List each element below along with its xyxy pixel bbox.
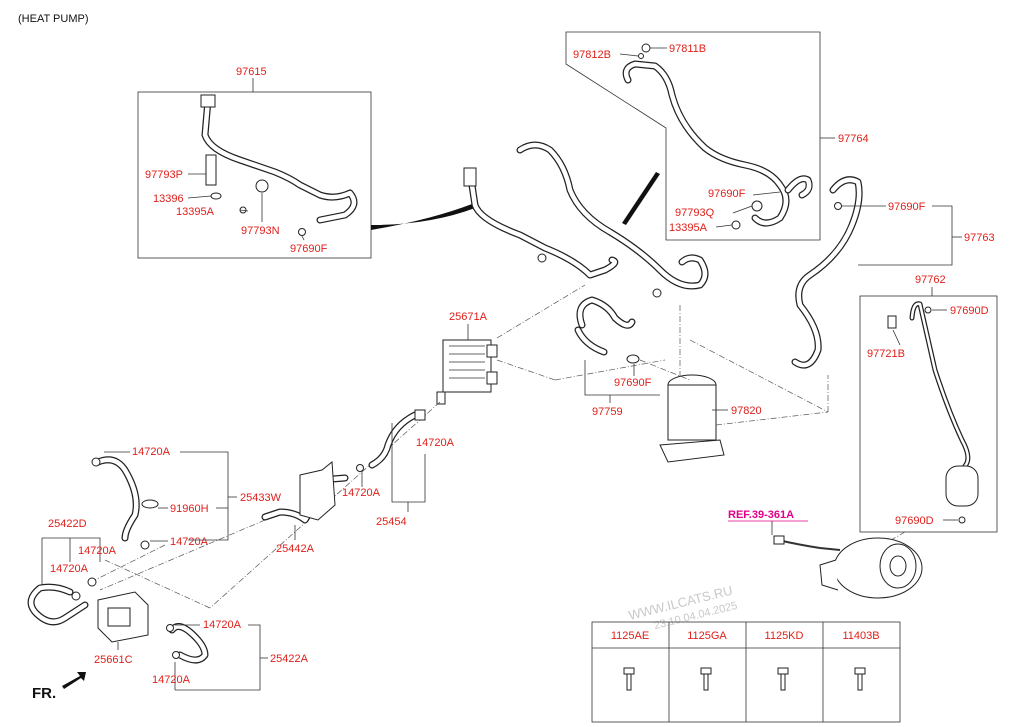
front-label: FR. [32, 685, 56, 702]
label-97763[interactable]: 97763 [964, 232, 995, 244]
bolt-table: 1125AE 1125GA 1125KD 11403B [591, 621, 901, 723]
bolt-icon-1125AE [623, 667, 635, 691]
label-25422A[interactable]: 25422A [270, 653, 309, 665]
label-25671A[interactable]: 25671A [449, 311, 488, 323]
center-hose-assembly [463, 141, 709, 298]
group-97764: 97764 97812B 97811B 97690F 97793Q 13395A [565, 31, 869, 241]
front-arrow-icon [62, 672, 86, 689]
box-97615 [137, 91, 372, 259]
label-97615[interactable]: 97615 [236, 66, 267, 78]
bolt-col-1125AE[interactable]: 1125AE [611, 630, 649, 642]
label-14720A-5[interactable]: 14720A [78, 545, 117, 557]
bolt-icon-11403B [854, 667, 866, 691]
label-25442A[interactable]: 25442A [276, 543, 315, 555]
front-direction-indicator: FR. [32, 672, 86, 702]
group-25442A: 25442A [261, 461, 349, 555]
label-14720A-7[interactable]: 14720A [203, 619, 242, 631]
group-97820: 97820 [659, 374, 762, 463]
label-13396[interactable]: 13396 [153, 193, 184, 205]
label-97820[interactable]: 97820 [731, 405, 762, 417]
box-97762 [859, 295, 998, 533]
label-25661C[interactable]: 25661C [94, 654, 133, 666]
label-97690D-2[interactable]: 97690D [895, 515, 934, 527]
group-25433W: 14720A 25433W 91960H 14720A [91, 446, 282, 550]
accumulator-97762 [945, 465, 979, 507]
label-97793Q[interactable]: 97793Q [675, 207, 715, 219]
label-13395A-1[interactable]: 13395A [176, 206, 215, 218]
label-97690F-2[interactable]: 97690F [708, 188, 746, 200]
label-97812B[interactable]: 97812B [573, 49, 611, 61]
bolt-col-1125GA[interactable]: 1125GA [687, 630, 727, 642]
accumulator-97820 [667, 384, 717, 441]
label-25454[interactable]: 25454 [376, 516, 407, 528]
group-97615: 97615 97793P 13396 13395A 97793N 97690F [137, 66, 372, 259]
label-97762[interactable]: 97762 [915, 274, 946, 286]
group-97763: 97690F 97763 [791, 176, 995, 369]
bolt-icon-1125KD [777, 667, 789, 691]
group-25454: 14720A 14720A 25454 [342, 409, 455, 528]
label-14720A-2[interactable]: 14720A [342, 487, 381, 499]
bolt-icon-1125GA [700, 667, 712, 691]
group-97759: 97690F 97759 [574, 296, 660, 418]
label-14720A-1[interactable]: 14720A [416, 437, 455, 449]
label-97690F-1[interactable]: 97690F [290, 243, 328, 255]
label-14720A-6[interactable]: 14720A [50, 563, 89, 575]
label-97811B[interactable]: 97811B [669, 43, 706, 55]
label-97690F-4[interactable]: 97690F [614, 377, 652, 389]
label-13395A-2[interactable]: 13395A [669, 222, 708, 234]
bolt-col-11403B[interactable]: 11403B [842, 630, 879, 642]
group-25422D: 25422D 14720A 14720A 25661C [27, 518, 149, 666]
label-14720A-8[interactable]: 14720A [152, 674, 191, 686]
label-14720A-3[interactable]: 14720A [132, 446, 171, 458]
pointer-wedge-right [622, 172, 660, 225]
chiller-25671A [442, 339, 492, 393]
label-25433W[interactable]: 25433W [240, 492, 282, 504]
group-25671A: 25671A [436, 311, 498, 405]
group-25422A: 14720A 25422A 14720A [152, 619, 309, 691]
box-97764 [565, 31, 821, 241]
label-97793P[interactable]: 97793P [145, 169, 183, 181]
label-97690F-3[interactable]: 97690F [888, 201, 926, 213]
label-91960H[interactable]: 91960H [170, 503, 209, 515]
ref-link-39-361A[interactable]: REF.39-361A [728, 509, 794, 521]
bolt-col-1125KD[interactable]: 1125KD [765, 630, 804, 642]
bracket-97793P [205, 154, 217, 186]
label-14720A-4[interactable]: 14720A [170, 536, 209, 548]
diagram-title: (HEAT PUMP) [18, 13, 89, 25]
dash-lines [94, 284, 906, 609]
label-97764[interactable]: 97764 [838, 133, 869, 145]
hose-97615 [201, 96, 358, 224]
group-97762: 97762 97690D 97721B 97690D [859, 274, 998, 533]
pointer-wedge-left [371, 204, 475, 230]
label-97759[interactable]: 97759 [592, 406, 623, 418]
label-97690D-1[interactable]: 97690D [950, 305, 989, 317]
label-97721B[interactable]: 97721B [867, 348, 905, 360]
group-ref-compressor: REF.39-361A [728, 509, 923, 599]
label-25422D[interactable]: 25422D [48, 518, 87, 530]
bracket-25442A [299, 461, 336, 521]
label-97793N[interactable]: 97793N [241, 225, 280, 237]
